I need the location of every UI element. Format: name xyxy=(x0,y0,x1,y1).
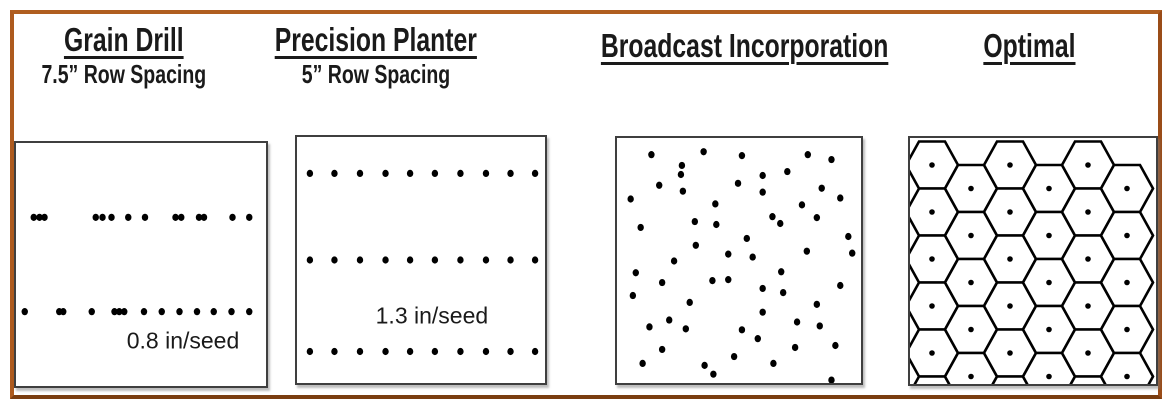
panel-header-broadcast-incorporation: Broadcast Incorporation xyxy=(553,27,913,65)
panel-title-row: Grain Drill xyxy=(0,21,304,59)
grain-drill-seed-plot: 0.8 in/seed xyxy=(14,141,268,388)
broadcast-incorporation-seed-plot xyxy=(615,136,863,385)
broadcast-incorporation-dots xyxy=(627,148,856,383)
panel-header-precision-planter: Precision Planter 5” Row Spacing xyxy=(196,21,556,94)
broadcast-incorporation-title: Broadcast Incorporation xyxy=(600,27,889,64)
grain-drill-title: Grain Drill xyxy=(64,21,184,58)
precision-planter-seed-plot: 1.3 in/seed xyxy=(295,135,547,385)
precision-planter-subtitle: 5” Row Spacing xyxy=(301,59,451,89)
optimal-title: Optimal xyxy=(982,27,1076,64)
panel-header-optimal: Optimal xyxy=(849,27,1170,65)
grain-drill-subtitle: 7.5” Row Spacing xyxy=(41,59,207,89)
optimal-honeycomb xyxy=(910,140,1155,384)
panel-subtitle-row: 5” Row Spacing xyxy=(196,59,556,94)
panel-title-row: Precision Planter xyxy=(196,21,556,59)
panel-subtitle-row: 7.5” Row Spacing xyxy=(0,59,304,94)
grain-drill-dots xyxy=(21,213,253,316)
precision-planter-seed-spacing-label: 1.3 in/seed xyxy=(375,302,489,329)
panel-title-row: Optimal xyxy=(849,27,1170,65)
optimal-seed-plot xyxy=(908,136,1158,386)
precision-planter-dots xyxy=(306,169,539,356)
precision-planter-title: Precision Planter xyxy=(274,21,478,58)
grain-drill-seed-spacing-label: 0.8 in/seed xyxy=(126,327,240,354)
diagram-frame: Grain Drill 7.5” Row Spacing Precision P… xyxy=(10,10,1162,399)
panel-header-grain-drill: Grain Drill 7.5” Row Spacing xyxy=(0,21,304,94)
panel-title-row: Broadcast Incorporation xyxy=(553,27,913,65)
